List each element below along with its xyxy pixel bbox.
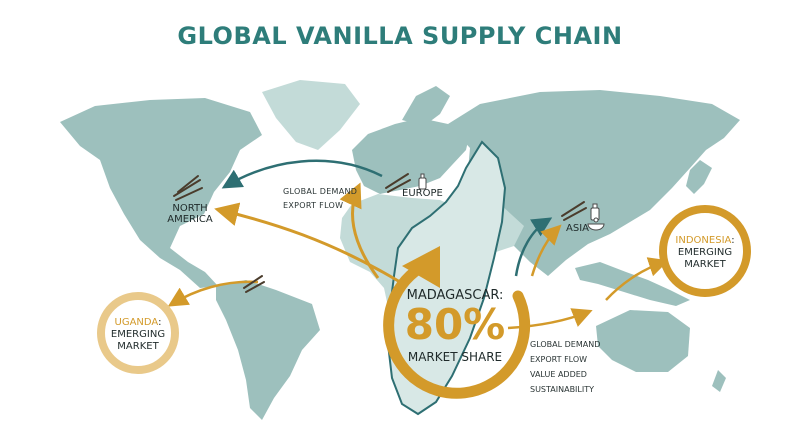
arrow-indonesia-export (605, 257, 669, 301)
north-america-label-line2: AMERICA (167, 214, 213, 225)
hub-note: VALUE ADDED (530, 370, 587, 379)
scandinavia-shape (402, 86, 450, 126)
flow-label-line1: GLOBAL DEMAND (283, 187, 358, 196)
australia-shape (596, 310, 690, 372)
arrow-madagascar-to-asia-gold (530, 224, 562, 277)
indonesia-badge-ring (659, 205, 751, 297)
greenland-shape (262, 80, 360, 150)
vanilla-beans-icon (385, 173, 411, 193)
uganda-badge-name: UGANDA (114, 317, 159, 328)
vanilla-beans-icon (561, 201, 587, 221)
arrow-madagascar-to-europe (339, 182, 380, 279)
asia-label: ASIA (566, 223, 589, 234)
madagascar-shape (386, 140, 507, 416)
vanilla-beans-icon (243, 275, 265, 293)
vanilla-bottle-icon (418, 173, 427, 190)
hub-note: SUSTAINABILITY (530, 385, 595, 394)
indonesia-badge: INDONESIA: EMERGING MARKET (675, 235, 735, 270)
vanilla-bottle-icon (590, 203, 600, 221)
hub-market-share-value: 80% (404, 300, 506, 349)
arrow-europe-to-north-america (221, 159, 383, 189)
maritime-asia-shape (575, 262, 690, 306)
indonesia-badge-line2: EMERGING (677, 247, 733, 258)
europe-shape (352, 118, 470, 194)
north-america-label: NORTH AMERICA (160, 203, 220, 225)
indonesia-badge-line3: MARKET (684, 259, 726, 270)
indonesia-badge-name: INDONESIA (675, 235, 732, 246)
arrow-madagascar-to-north-america (214, 202, 401, 284)
flow-label: GLOBAL DEMAND EXPORT FLOW (283, 187, 358, 211)
north-america-shape (60, 98, 262, 288)
vanilla-beans-icon (173, 175, 203, 201)
hub-note: GLOBAL DEMAND (530, 340, 601, 349)
flow-label-line2: EXPORT FLOW (283, 200, 344, 210)
vanilla-bowl-icon (587, 217, 605, 231)
arrow-hub-to-australia (507, 308, 593, 330)
new-zealand-shape (712, 370, 726, 392)
uganda-badge: UGANDA: EMERGING MARKET (110, 317, 166, 352)
arrow-uganda-export (167, 280, 259, 307)
hub-notes-list: GLOBAL DEMAND EXPORT FLOW VALUE ADDED SU… (530, 337, 600, 397)
hub-caption: MARKET SHARE (407, 350, 503, 364)
japan-shape (686, 160, 712, 194)
south-america-shape (216, 280, 320, 420)
hub-name: MADAGASCAR: (406, 288, 504, 303)
north-america-label-line1: NORTH (172, 203, 208, 214)
page-title: GLOBAL VANILLA SUPPLY CHAIN (177, 22, 623, 50)
uganda-badge-line3: MARKET (117, 341, 159, 352)
madagascar-cycle-arrow (383, 262, 531, 399)
cycle-arrowhead-icon (402, 246, 440, 288)
uganda-badge-line2: EMERGING (110, 329, 166, 340)
arrow-madagascar-to-asia (514, 217, 553, 277)
hub-note: EXPORT FLOW (530, 355, 588, 364)
uganda-badge-ring (97, 292, 179, 374)
europe-label: EUROPE (402, 188, 443, 199)
